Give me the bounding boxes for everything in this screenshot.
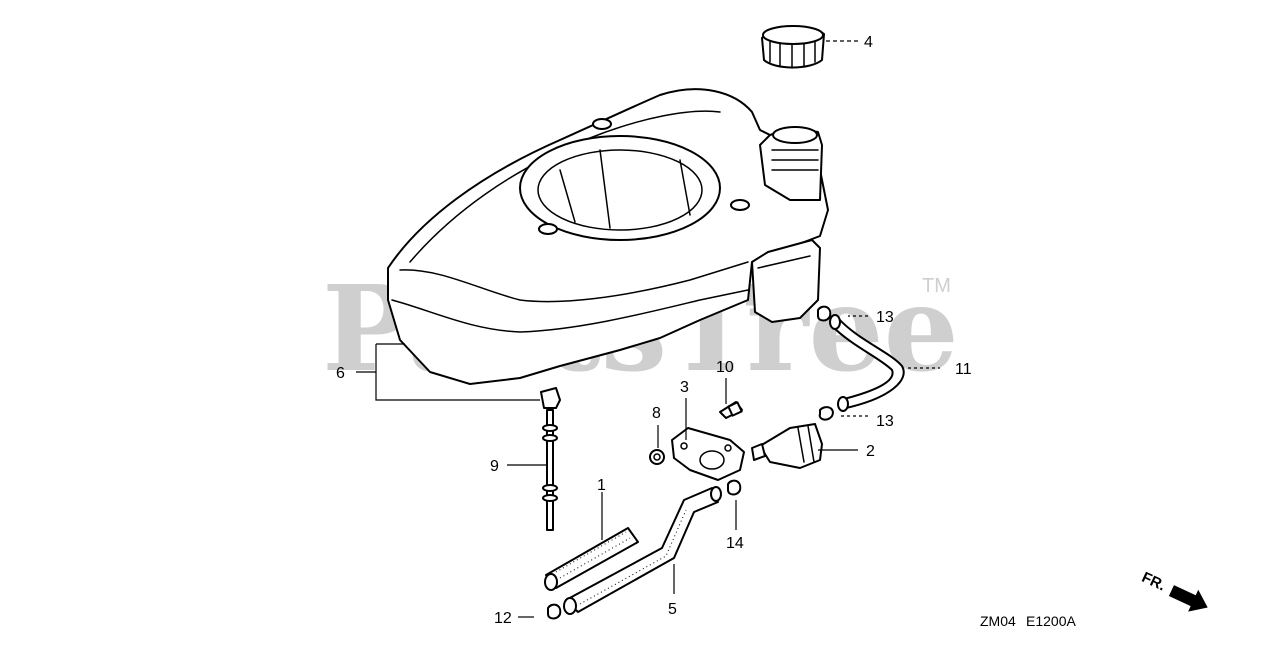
mounting-bolt — [540, 387, 561, 531]
front-label: FR. — [1139, 569, 1168, 595]
watermark-trademark: TM — [922, 275, 951, 297]
nut — [649, 449, 665, 465]
callout-2: 2 — [866, 443, 875, 460]
diagram-code-right: E1200A — [1026, 613, 1076, 629]
callout-6: 6 — [336, 365, 345, 382]
fuel-cock-bracket — [671, 427, 745, 481]
callout-12: 12 — [494, 610, 512, 627]
callout-13-upper: 13 — [876, 309, 894, 326]
callout-13-lower: 13 — [876, 413, 894, 430]
fuel-tank — [387, 88, 829, 385]
fuel-tube-upper — [829, 314, 905, 412]
screw — [719, 401, 743, 419]
fuel-cock — [751, 423, 823, 469]
tube-clip-lower — [818, 406, 834, 421]
callout-1: 1 — [597, 477, 606, 494]
callout-4: 4 — [864, 34, 873, 51]
callout-8: 8 — [652, 405, 661, 422]
front-direction-indicator: FR. — [1139, 569, 1208, 612]
front-arrow-icon — [1168, 585, 1208, 612]
callout-3: 3 — [680, 379, 689, 396]
straight-tube — [544, 527, 639, 591]
clip-12 — [547, 603, 562, 620]
callout-10: 10 — [716, 359, 734, 376]
clip-14 — [727, 479, 742, 496]
callout-5: 5 — [668, 601, 677, 618]
bent-fuel-tube — [563, 486, 722, 615]
tube-clip-upper — [817, 305, 832, 322]
callout-14: 14 — [726, 535, 744, 552]
callout-11: 11 — [955, 361, 972, 378]
callout-9: 9 — [490, 458, 499, 475]
fuel-cap — [761, 25, 825, 69]
diagram-code-left: ZM04 — [980, 613, 1016, 629]
leader-lines — [356, 40, 940, 618]
